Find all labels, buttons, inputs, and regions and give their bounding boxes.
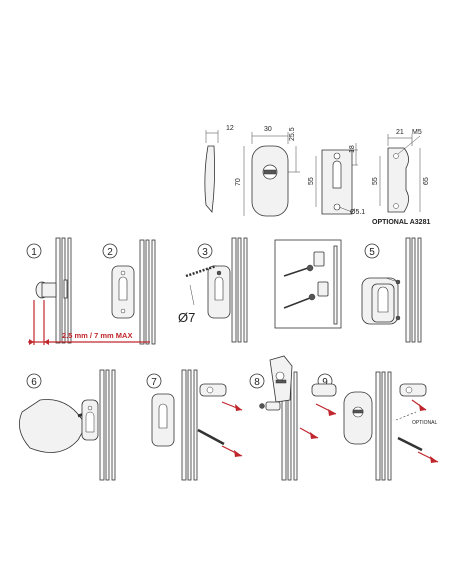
svg-text:6: 6 (31, 377, 37, 388)
step-badge-2: 2 (102, 243, 118, 259)
dim-30: 30 (264, 126, 272, 133)
dim-m5: M5 (412, 129, 422, 136)
svg-text:3: 3 (202, 247, 208, 258)
dim-65: 65 (423, 177, 430, 185)
step-2-place-back-plate (111, 265, 135, 319)
step-badge-3: 3 (197, 243, 213, 259)
dim-21: 21 (396, 129, 404, 136)
step-1-measure-cylinder: 2.5 mm / 7 mm MAX (28, 281, 150, 345)
svg-text:9: 9 (322, 377, 328, 388)
step-badge-8: 8 (249, 373, 265, 389)
dim-25-5: 25.5 (289, 127, 296, 141)
dim-55-a: 55 (308, 177, 315, 185)
step-badge-7: 7 (146, 373, 162, 389)
step-9-final-assembly: OPTIONAL (343, 383, 439, 463)
svg-text:5: 5 (369, 247, 375, 258)
optional-part-label: OPTIONAL A3281 (372, 219, 430, 226)
step-9-optional-label: OPTIONAL (412, 420, 438, 426)
side-profile-drawing: 12 (204, 125, 234, 213)
svg-text:1: 1 (31, 247, 37, 258)
step-1-measure-label: 2.5 mm / 7 mm MAX (62, 331, 132, 340)
step-badge-1: 1 (26, 243, 42, 259)
step-4-insert-plugs (274, 239, 342, 329)
dim-18: 18 (349, 145, 356, 153)
door-rails (55, 237, 422, 481)
step-3-drill-size: Ø7 (178, 310, 195, 325)
step-3-drill-holes: Ø7 (178, 264, 231, 325)
dim-55-b: 55 (372, 177, 379, 185)
step-6-screwdriver (18, 399, 99, 453)
svg-text:7: 7 (151, 377, 157, 388)
dim-12: 12 (226, 125, 234, 132)
back-plate-drawing: 18 55 Ø5.1 (308, 143, 365, 216)
step-badge-5: 5 (364, 243, 380, 259)
svg-text:2: 2 (107, 247, 113, 258)
dim-5-1: Ø5.1 (350, 209, 365, 216)
front-view-drawing: 30 70 25.5 (235, 126, 300, 217)
svg-text:8: 8 (254, 377, 260, 388)
step-badge-6: 6 (26, 373, 42, 389)
step-7-insert-cylinder (151, 383, 243, 457)
optional-plate-drawing: 21 M5 55 65 (372, 129, 430, 213)
dim-70: 70 (235, 178, 242, 186)
step-8-fit-cover (259, 355, 337, 439)
step-5-mount-plate (361, 277, 401, 325)
